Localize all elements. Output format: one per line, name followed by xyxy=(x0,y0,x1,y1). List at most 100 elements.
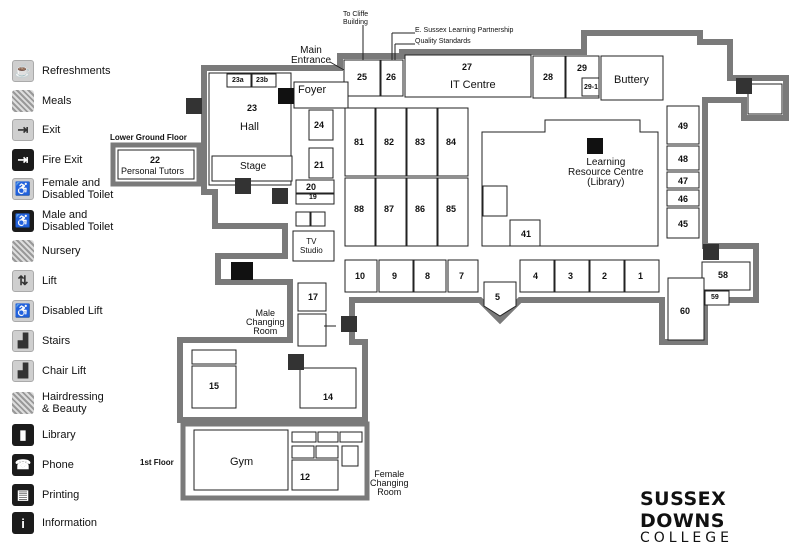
room-number-29: 29 xyxy=(577,63,588,73)
phone-icon: ☎ xyxy=(12,454,34,476)
legend-item: Nursery xyxy=(12,238,81,264)
meal-icon xyxy=(12,90,34,112)
legend-label: Meals xyxy=(42,95,72,107)
legend-item: ▮ Library xyxy=(12,422,76,448)
room-number-41: 41 xyxy=(521,229,532,239)
legend-item: ☕ Refreshments xyxy=(12,58,110,84)
library-icon: ▮ xyxy=(12,424,34,446)
room-number-19: 19 xyxy=(309,194,317,201)
room-number-28: 28 xyxy=(543,72,554,82)
cup-icon: ☕ xyxy=(12,60,34,82)
nursery-icon xyxy=(12,240,34,262)
legend-item: ⇅ Lift xyxy=(12,268,57,294)
legend-item: Hairdressing & Beauty xyxy=(12,390,104,416)
room-number-4: 4 xyxy=(533,271,539,281)
legend-label: Lift xyxy=(42,275,57,287)
room-number-86: 86 xyxy=(415,204,426,214)
disabled-lift-icon: ♿ xyxy=(12,300,34,322)
lrc-label: Learning Resource Centre (Library) xyxy=(568,157,644,188)
room-number-46: 46 xyxy=(678,194,689,204)
information-icon: i xyxy=(12,512,34,534)
room-number-48: 48 xyxy=(678,154,689,164)
room-number-1: 1 xyxy=(638,271,644,281)
room-number-8: 8 xyxy=(425,271,431,281)
foyer-label: Foyer xyxy=(298,84,327,96)
chair-lift-icon: ▟ xyxy=(12,360,34,382)
room-number-29-1: 29-1 xyxy=(584,84,599,91)
room-number-84: 84 xyxy=(446,137,457,147)
room-number-10: 10 xyxy=(355,271,366,281)
room-number-81: 81 xyxy=(354,137,365,147)
legend-label: Disabled Lift xyxy=(42,305,103,317)
legend-item: ☎ Phone xyxy=(12,452,74,478)
gym-label: Gym xyxy=(230,456,254,468)
room-number-22: 22 xyxy=(150,155,161,165)
stage-label: Stage xyxy=(240,161,267,172)
fire-exit-icon: ⇥ xyxy=(12,149,34,171)
room-number-17: 17 xyxy=(308,292,319,302)
legend-label: Chair Lift xyxy=(42,365,87,377)
room-number-12: 12 xyxy=(300,472,311,482)
legend-label: Library xyxy=(42,429,76,441)
room-number-49: 49 xyxy=(678,121,689,131)
legend-item: ♿ Disabled Lift xyxy=(12,298,103,324)
room-number-27: 27 xyxy=(462,62,473,72)
legend-label: Fire Exit xyxy=(42,154,83,166)
legend-label: Hairdressing & Beauty xyxy=(42,391,104,415)
room-number-20: 20 xyxy=(306,182,317,192)
room-number-83: 83 xyxy=(415,137,426,147)
legend-label: Female and Disabled Toilet xyxy=(42,177,114,201)
to-cliffe-label: To Cliffe Building xyxy=(343,11,369,26)
room-number-60: 60 xyxy=(680,306,691,316)
college-logo: SUSSEX DOWNS COLLEGE xyxy=(640,488,800,546)
room-number-25: 25 xyxy=(357,72,368,82)
room-number-26: 26 xyxy=(386,72,397,82)
male-changing-label: Male Changing Room xyxy=(246,308,285,336)
legend-item: ▟ Chair Lift xyxy=(12,358,86,384)
legend-label: Nursery xyxy=(42,245,81,257)
female-toilet-icon: ♿ xyxy=(12,178,34,200)
personal-tutors-label: Personal Tutors xyxy=(121,166,185,176)
room-number-23b: 23b xyxy=(256,77,269,84)
tv-studio-label: TV Studio xyxy=(300,237,323,255)
brand-line1: SUSSEX DOWNS xyxy=(640,488,727,532)
main-entrance-label: Main Entrance xyxy=(291,45,332,66)
room-number-9: 9 xyxy=(392,271,398,281)
room-number-59: 59 xyxy=(711,294,719,301)
legend-label: Printing xyxy=(42,489,80,501)
room-number-47: 47 xyxy=(678,176,689,186)
legend-label: Male and Disabled Toilet xyxy=(42,209,114,233)
brand-line2: COLLEGE xyxy=(640,530,733,546)
legend-label: Phone xyxy=(42,459,74,471)
room-number-15: 15 xyxy=(209,381,220,391)
first-floor-label: 1st Floor xyxy=(140,458,174,467)
female-changing-label: Female Changing Room xyxy=(370,469,409,497)
hall-label: Hall xyxy=(240,121,259,133)
room-number-23: 23 xyxy=(247,103,258,113)
legend-label: Stairs xyxy=(42,335,71,347)
room-number-23a: 23a xyxy=(232,77,244,84)
lower-ground-floor-label: Lower Ground Floor xyxy=(110,133,187,142)
legend-label: Exit xyxy=(42,124,61,136)
legend-item: ♿ Male and Disabled Toilet xyxy=(12,208,113,234)
room-number-14: 14 xyxy=(323,392,334,402)
lift-icon: ⇅ xyxy=(12,270,34,292)
hairdressing-icon xyxy=(12,392,34,414)
legend-item: ▟Stairs xyxy=(12,328,70,354)
room-number-58: 58 xyxy=(718,270,729,280)
room-number-3: 3 xyxy=(568,271,574,281)
room-number-2: 2 xyxy=(602,271,608,281)
it-centre-label: IT Centre xyxy=(450,79,496,91)
printing-icon: ▤ xyxy=(12,484,34,506)
room-number-21: 21 xyxy=(314,160,325,170)
male-toilet-icon: ♿ xyxy=(12,210,34,232)
room-number-24: 24 xyxy=(314,120,325,130)
room-number-45: 45 xyxy=(678,219,689,229)
room-number-7: 7 xyxy=(459,271,465,281)
quality-standards-label: Quality Standards xyxy=(415,38,471,45)
legend-label: Refreshments xyxy=(42,65,111,77)
room-number-88: 88 xyxy=(354,204,365,214)
legend-item: ⇥Exit xyxy=(12,117,60,143)
